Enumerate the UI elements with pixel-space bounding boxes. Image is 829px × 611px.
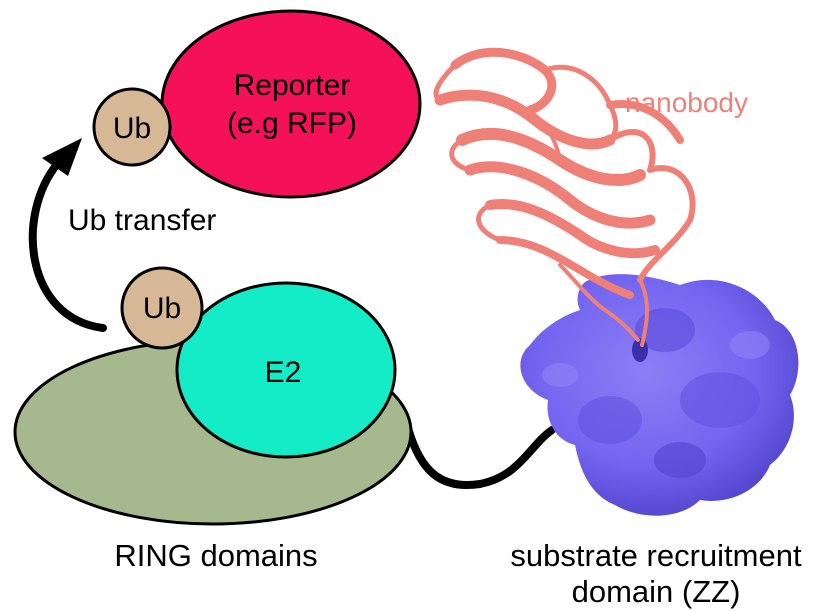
nanobody-structure [433, 47, 696, 347]
ring-domains-label: RING domains [114, 538, 317, 573]
zz-domain-surface [520, 274, 799, 516]
reporter-label-line1: Reporter [234, 69, 351, 102]
ub-top-shape [92, 87, 172, 167]
ub-top-label: Ub [113, 112, 151, 145]
reporter-shape [160, 9, 422, 199]
ub-transfer-label: Ub transfer [68, 204, 216, 237]
ub-bottom-label: Ub [143, 292, 181, 325]
ub-transfer-arrowhead [42, 138, 82, 176]
e2-shape [175, 281, 397, 459]
ub-bottom-shape [120, 266, 204, 350]
substrate-label-line1: substrate recruitment [510, 538, 802, 573]
linker [404, 424, 556, 489]
nanobody-label: nanobody [625, 87, 748, 118]
ub-transfer-arrow [28, 159, 107, 332]
reporter-label-line2: (e.g RFP) [227, 107, 357, 140]
e2-label: E2 [265, 356, 302, 389]
substrate-label-line2: domain (ZZ) [572, 574, 741, 609]
